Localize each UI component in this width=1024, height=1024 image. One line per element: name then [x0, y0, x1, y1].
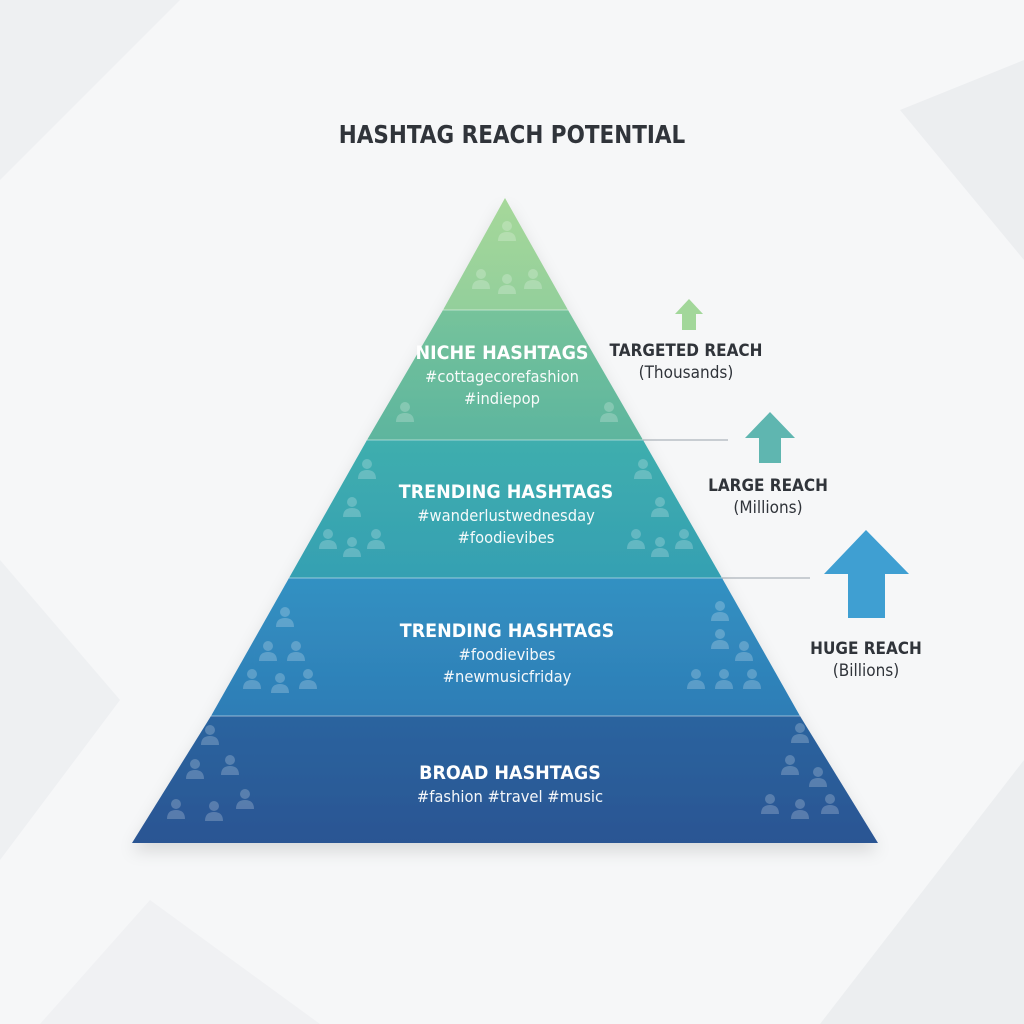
people-icons — [167, 221, 839, 821]
person-icon — [236, 789, 254, 809]
hashtag-text: #foodievibes — [458, 645, 556, 664]
person-icon — [343, 497, 361, 517]
person-icon — [791, 799, 809, 819]
person-icon — [498, 221, 516, 241]
person-icon — [498, 274, 516, 294]
tier-title: TRENDING HASHTAGS — [399, 620, 615, 642]
tier-niche — [367, 310, 643, 440]
reach-subtitle: (Thousands) — [638, 363, 734, 383]
person-icon — [259, 641, 277, 661]
reach-title: TARGETED REACH — [609, 341, 763, 361]
tier-trending-1 — [289, 440, 722, 578]
person-icon — [287, 641, 305, 661]
tier-title: BROAD HASHTAGS — [419, 762, 601, 784]
person-icon — [358, 459, 376, 479]
page-title: HASHTAG REACH POTENTIAL — [338, 120, 686, 149]
person-icon — [600, 402, 618, 422]
arrow-up-icon-medium — [745, 412, 795, 463]
reach-title: LARGE REACH — [708, 476, 828, 496]
person-icon — [205, 801, 223, 821]
tier-trending-1-label: TRENDING HASHTAGS #wanderlustwednesday #… — [326, 481, 686, 547]
arrow-up-icon-small — [675, 299, 703, 330]
person-icon — [276, 607, 294, 627]
reach-targeted: TARGETED REACH (Thousands) — [586, 341, 786, 383]
reach-subtitle: (Billions) — [832, 661, 900, 681]
hashtag-text: #cottagecorefashion — [425, 367, 579, 386]
pyramid-apex — [443, 198, 568, 310]
person-icon — [167, 799, 185, 819]
tier-broad — [132, 716, 878, 843]
person-icon — [821, 794, 839, 814]
hashtag-text: #wanderlustwednesday — [417, 506, 595, 525]
person-icon — [271, 673, 289, 693]
person-icon — [319, 529, 337, 549]
person-icon — [367, 529, 385, 549]
person-icon — [687, 669, 705, 689]
person-icon — [711, 629, 729, 649]
tier-trending-2-label: TRENDING HASHTAGS #foodievibes #newmusic… — [327, 620, 687, 686]
person-icon — [396, 402, 414, 422]
person-icon — [651, 537, 669, 557]
tier-title: TRENDING HASHTAGS — [398, 481, 614, 503]
hashtag-text: #foodievibes — [457, 528, 555, 547]
person-icon — [735, 641, 753, 661]
person-icon — [343, 537, 361, 557]
reach-title: HUGE REACH — [810, 639, 922, 659]
person-icon — [711, 601, 729, 621]
person-icon — [675, 529, 693, 549]
person-icon — [791, 723, 809, 743]
reach-huge: HUGE REACH (Billions) — [766, 639, 966, 681]
person-icon — [221, 755, 239, 775]
person-icon — [472, 269, 490, 289]
tier-trending-2 — [211, 578, 800, 716]
arrow-up-icon-large — [824, 530, 909, 618]
reach-large: LARGE REACH (Millions) — [668, 476, 868, 518]
person-icon — [651, 497, 669, 517]
person-icon — [524, 269, 542, 289]
person-icon — [627, 529, 645, 549]
person-icon — [186, 759, 204, 779]
person-icon — [809, 767, 827, 787]
reach-subtitle: (Millions) — [733, 498, 803, 518]
hashtag-text: #indiepop — [464, 389, 540, 408]
tier-broad-label: BROAD HASHTAGS #fashion #travel #music — [330, 762, 690, 806]
person-icon — [761, 794, 779, 814]
person-icon — [781, 755, 799, 775]
person-icon — [201, 725, 219, 745]
person-icon — [634, 459, 652, 479]
tier-title: NICHE HASHTAGS — [415, 342, 589, 364]
person-icon — [715, 669, 733, 689]
hashtag-text: #fashion #travel #music — [416, 787, 604, 806]
tier-niche-label: NICHE HASHTAGS #cottagecorefashion #indi… — [322, 342, 682, 408]
person-icon — [299, 669, 317, 689]
person-icon — [743, 669, 761, 689]
person-icon — [243, 669, 261, 689]
hashtag-text: #newmusicfriday — [442, 667, 572, 686]
